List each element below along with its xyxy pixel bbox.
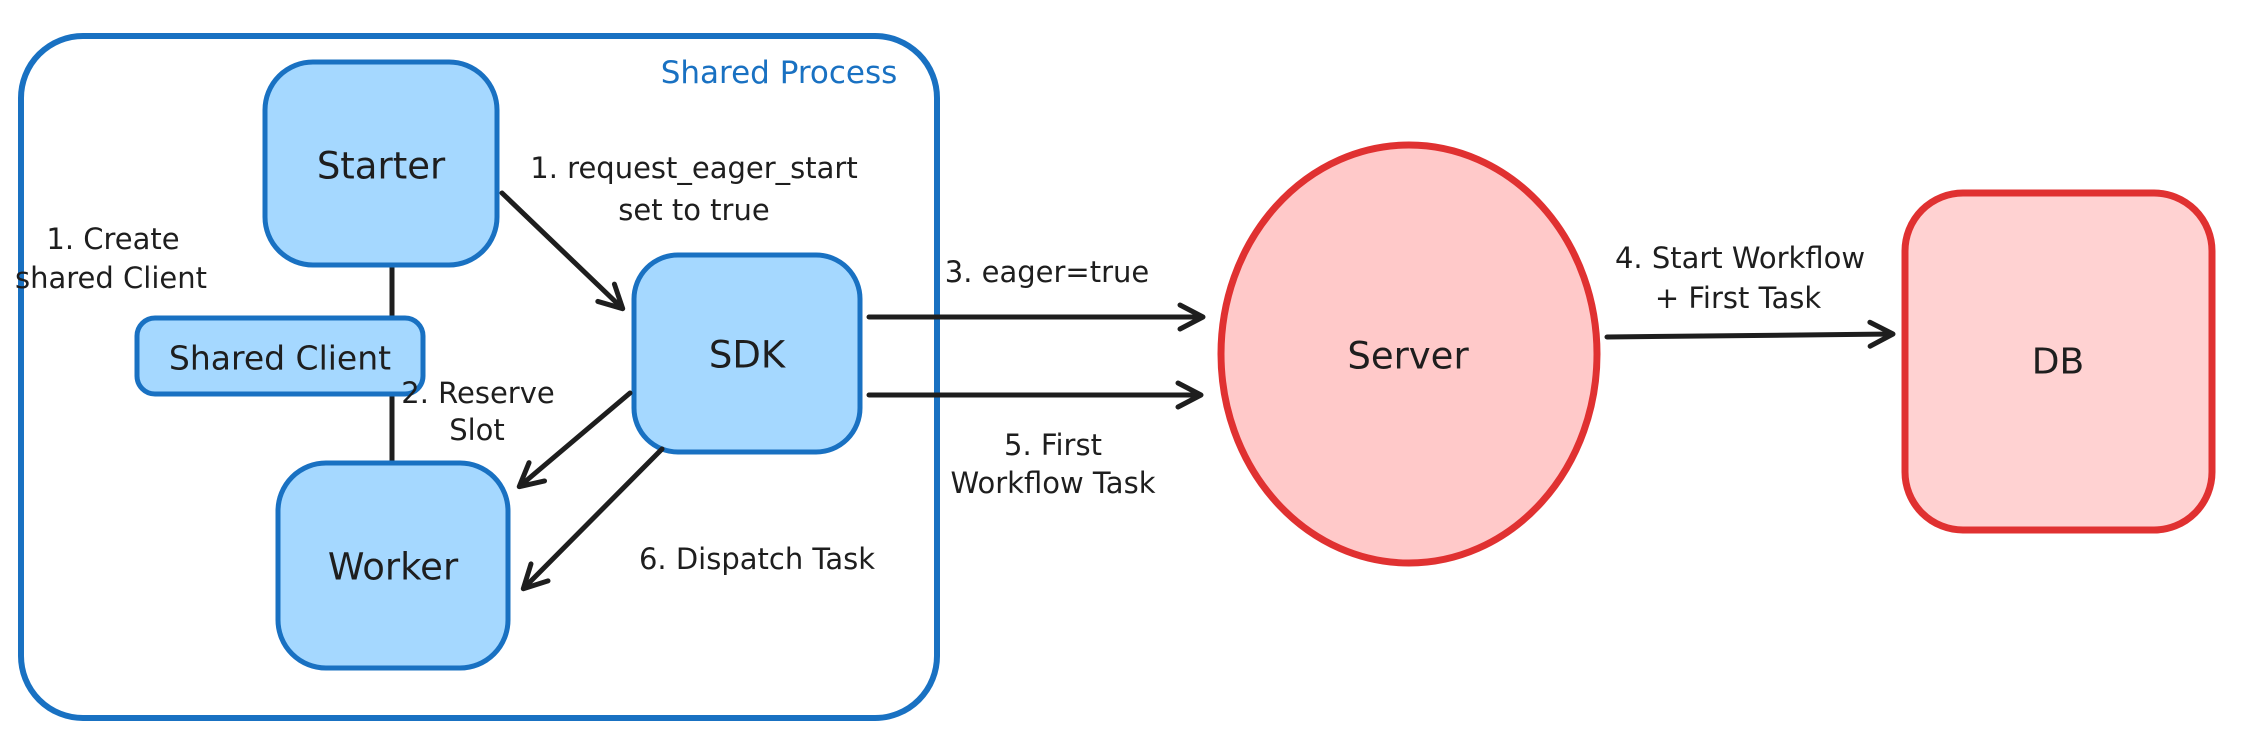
start-workflow-arrow — [1604, 319, 1896, 349]
first-workflow-task-edge: 5. First Workflow Task — [866, 380, 1204, 500]
db-node: DB — [1901, 189, 2216, 534]
starter-node: Starter — [262, 59, 500, 268]
db-label: DB — [2032, 342, 2084, 383]
reserve-slot-label-line1: 2. Reserve — [401, 376, 554, 410]
server-node: Server — [1217, 141, 1601, 567]
start-workflow-label-line2: + First Task — [1655, 281, 1822, 315]
starter-label: Starter — [317, 145, 446, 188]
create-shared-client-label-line1: 1. Create — [46, 222, 179, 256]
create-shared-client-label-line2: shared Client — [15, 261, 207, 295]
server-ellipse — [1217, 141, 1601, 567]
db-box — [1901, 189, 2216, 534]
server-label: Server — [1347, 335, 1469, 378]
start-workflow-edge: 4. Start Workflow + First Task — [1604, 241, 1896, 349]
reserve-slot-edge: 2. Reserve Slot — [401, 376, 633, 490]
dispatch-task-arrow — [520, 446, 665, 592]
start-workflow-label-line1: 4. Start Workflow — [1615, 241, 1865, 275]
dispatch-task-edge: 6. Dispatch Task — [520, 446, 875, 592]
shared-process-label: Shared Process — [661, 55, 898, 91]
shared-client-box — [134, 315, 426, 397]
request-eager-start-arrow — [499, 190, 626, 312]
request-eager-start-label-line2: set to true — [618, 193, 769, 227]
sdk-node: SDK — [631, 252, 863, 455]
eager-true-edge: 3. eager=true — [866, 255, 1206, 332]
worker-box — [275, 460, 511, 671]
shared-client-node: Shared Client — [134, 315, 426, 397]
starter-box — [262, 59, 500, 268]
create-shared-client-annotation: 1. Create shared Client — [15, 222, 207, 295]
reserve-slot-arrow — [516, 390, 633, 490]
eager-true-label: 3. eager=true — [945, 255, 1150, 289]
worker-label: Worker — [328, 546, 459, 589]
dispatch-task-label: 6. Dispatch Task — [639, 542, 875, 576]
shared-client-label: Shared Client — [169, 339, 391, 378]
first-workflow-task-label-line1: 5. First — [1004, 428, 1102, 462]
reserve-slot-label-line2: Slot — [449, 413, 505, 447]
sdk-label: SDK — [709, 334, 787, 377]
shared-process-container — [18, 33, 940, 721]
request-eager-start-label-line1: 1. request_eager_start — [530, 151, 857, 185]
worker-node: Worker — [275, 460, 511, 671]
shared-process-group: Shared Process — [18, 33, 940, 721]
sdk-box — [631, 252, 863, 455]
request-eager-start-edge: 1. request_eager_start set to true — [499, 151, 858, 312]
first-workflow-task-label-line2: Workflow Task — [951, 466, 1156, 500]
